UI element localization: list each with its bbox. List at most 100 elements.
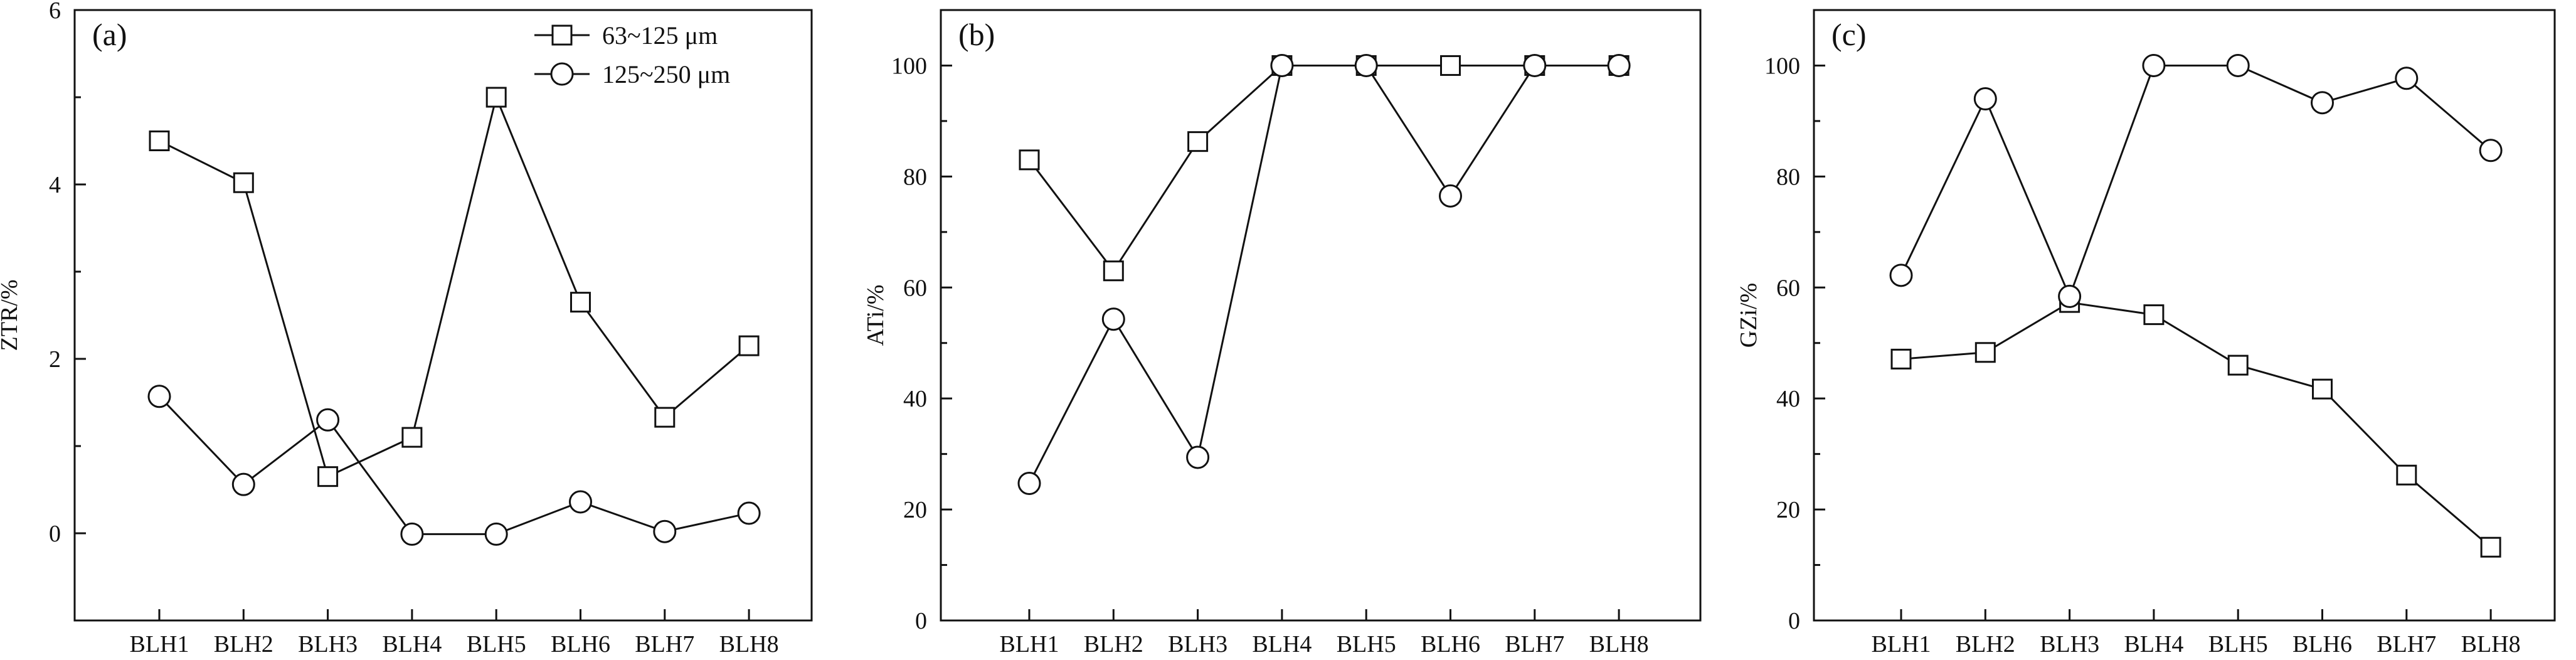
y-tick-label: 0 (49, 521, 61, 547)
data-point-circle (569, 490, 592, 514)
data-point-circle (1270, 53, 1294, 77)
data-point-square (317, 466, 339, 487)
data-point-square (401, 427, 423, 448)
y-tick-label: 20 (903, 497, 927, 523)
panel-label: (c) (1831, 17, 1867, 52)
data-point-circle (737, 501, 761, 525)
series-line-square (1028, 64, 1619, 273)
x-tick-label: BLH6 (551, 631, 610, 657)
y-tick-label: 0 (915, 608, 927, 634)
data-point-circle (2226, 53, 2250, 77)
y-tick-label: 20 (1776, 497, 1800, 523)
plot-frame (73, 9, 813, 622)
y-tick-label: 2 (49, 346, 61, 373)
plot-frame (940, 9, 1702, 622)
data-point-square (1974, 342, 1996, 363)
data-point-circle (1101, 307, 1125, 331)
x-tick-label: BLH8 (1589, 631, 1649, 657)
y-tick-label: 0 (1788, 608, 1800, 634)
data-point-square (2480, 536, 2501, 558)
y-tick-label: 60 (1776, 275, 1800, 301)
data-point-circle (2142, 53, 2166, 77)
data-point-square (2227, 354, 2249, 376)
data-point-square (570, 292, 591, 313)
y-tick-label: 6 (49, 0, 61, 24)
y-tick-label: 40 (1776, 386, 1800, 412)
y-tick-label: 40 (903, 386, 927, 412)
data-point-circle (1017, 472, 1041, 496)
x-tick-label: BLH8 (2461, 631, 2521, 657)
x-tick-label: BLH5 (2208, 631, 2268, 657)
data-point-circle (1354, 53, 1378, 77)
x-tick-label: BLH7 (2377, 631, 2436, 657)
x-tick-label: BLH7 (1505, 631, 1564, 657)
data-point-square (654, 407, 676, 428)
y-tick-label: 80 (1776, 164, 1800, 190)
series-line-square (1900, 301, 2492, 548)
data-point-circle (2311, 91, 2334, 115)
panel-label: (b) (958, 17, 995, 52)
data-point-circle (2058, 284, 2082, 308)
y-tick-label: 100 (891, 53, 927, 79)
data-point-circle (484, 522, 508, 546)
y-axis-title: ZTR/% (0, 280, 23, 351)
x-tick-label: BLH1 (1000, 631, 1059, 657)
data-point-circle (1973, 87, 1997, 111)
y-axis-title: ATi/% (862, 285, 889, 346)
y-tick-label: 4 (49, 172, 61, 198)
x-tick-label: BLH3 (2040, 631, 2099, 657)
data-point-circle (1889, 263, 1913, 287)
data-point-square (2312, 378, 2333, 400)
data-point-square (1440, 55, 1461, 76)
legend-label: 125~250 μm (602, 60, 730, 88)
x-tick-label: BLH1 (130, 631, 189, 657)
x-tick-label: BLH6 (2292, 631, 2352, 657)
y-tick-label: 80 (903, 164, 927, 190)
x-tick-label: BLH4 (1252, 631, 1312, 657)
panel-label: (a) (92, 17, 127, 52)
x-tick-label: BLH2 (214, 631, 273, 657)
data-point-circle (400, 522, 424, 546)
y-axis-title: GZi/% (1736, 283, 1762, 348)
data-point-circle (231, 472, 255, 496)
x-tick-label: BLH4 (382, 631, 442, 657)
series-line-circle (158, 395, 750, 535)
data-point-circle (2479, 139, 2503, 162)
x-tick-label: BLH4 (2124, 631, 2183, 657)
data-point-square (1019, 149, 1040, 171)
data-point-square (738, 335, 760, 356)
data-point-circle (653, 519, 677, 543)
x-tick-label: BLH3 (1168, 631, 1227, 657)
data-point-circle (147, 385, 171, 408)
series-line-square (159, 94, 750, 478)
data-point-square (485, 87, 507, 108)
data-point-circle (2395, 67, 2419, 90)
data-point-square (1890, 348, 1912, 370)
y-tick-label: 60 (903, 275, 927, 301)
legend: 63~125 μm 125~250 μm (534, 21, 730, 88)
data-point-circle (316, 408, 340, 432)
data-point-square (1187, 131, 1209, 152)
x-tick-label: BLH6 (1421, 631, 1480, 657)
data-point-circle (1523, 53, 1547, 77)
data-point-square (2396, 464, 2417, 486)
data-point-circle (1186, 445, 1210, 469)
x-tick-label: BLH5 (467, 631, 526, 657)
series-line-circle (1028, 64, 1619, 484)
data-point-square (1103, 260, 1124, 282)
x-tick-label: BLH5 (1337, 631, 1396, 657)
x-tick-label: BLH2 (1084, 631, 1143, 657)
legend-label: 63~125 μm (602, 21, 718, 50)
data-point-square (149, 130, 170, 151)
data-point-circle (1607, 53, 1631, 77)
x-tick-label: BLH8 (719, 631, 779, 657)
x-tick-label: BLH1 (1872, 631, 1931, 657)
data-point-square (2143, 304, 2165, 326)
data-point-circle (1439, 184, 1462, 208)
x-tick-label: BLH2 (1956, 631, 2015, 657)
legend-marker-square (551, 24, 573, 46)
